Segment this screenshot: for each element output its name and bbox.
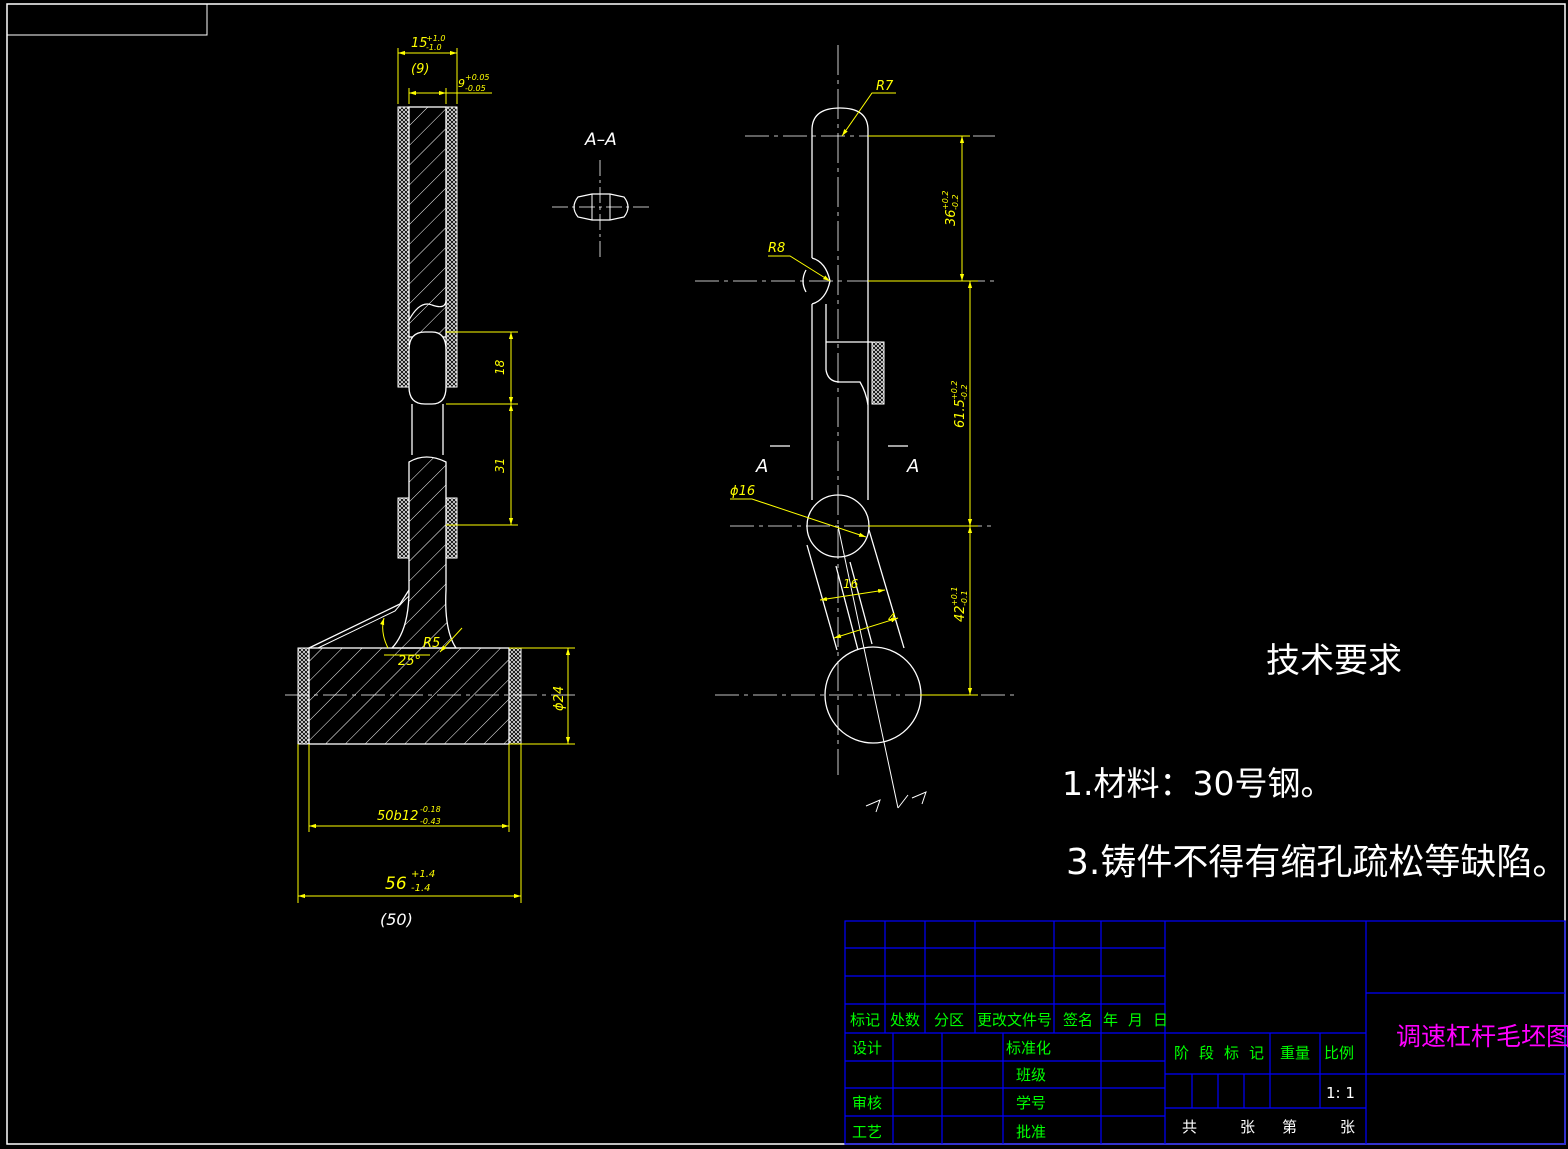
tb-rev-docno: 更改文件号: [977, 1011, 1052, 1029]
dim-len-31: 31: [493, 458, 507, 473]
tb-sheet-unit1: 张: [1240, 1118, 1255, 1136]
title-block: 标记 处数 分区 更改文件号 签名 年 月 日 设计 标准化 班级 审核 学号 …: [844, 920, 1568, 1145]
dim-w4: 4: [888, 611, 896, 625]
dim-d615-tol-low: -0.2: [960, 384, 969, 400]
tb-sheet-total: 共: [1182, 1118, 1197, 1136]
dim-radius-r5: R5: [423, 636, 440, 651]
dim-d36: 36: [944, 209, 959, 226]
tb-approve: 批准: [1016, 1123, 1046, 1141]
tb-rev-year: 年: [1103, 1011, 1118, 1029]
dim-d42-tol-low: -0.1: [960, 590, 969, 606]
dim-overall: 56: [385, 874, 407, 894]
dim-top-width-tol-low: -1.0: [426, 43, 442, 52]
drawing-title: 调速杠杆毛坯图: [1396, 1022, 1568, 1051]
side-view-dimensions: [730, 92, 978, 696]
dim-r7: R7: [876, 79, 894, 94]
tb-rev-sign: 签名: [1063, 1011, 1093, 1029]
note-item-1: 1.材料：30号钢。: [1062, 764, 1333, 803]
tb-stage-2: 段: [1199, 1044, 1214, 1062]
dim-overall-tol-low: -1.4: [411, 883, 431, 894]
dim-top-width: 15: [411, 36, 428, 51]
dim-hub-len-tol-up: -0.18: [420, 805, 441, 814]
tb-sheet-no: 第: [1282, 1118, 1297, 1136]
front-view-dimensions: [297, 48, 575, 903]
dim-d42: 42: [953, 605, 968, 622]
notes-heading: 技术要求: [1266, 641, 1402, 681]
tb-rev-month: 月: [1128, 1011, 1143, 1029]
dim-d615-tol-up: +0.2: [950, 381, 959, 400]
front-view-dim-text: 15 +1.0 -1.0 (9) 9 +0.05 -0.05 18 31 R5 …: [377, 34, 567, 929]
tb-stage-1: 阶: [1174, 1044, 1189, 1062]
section-mark-right: A: [906, 456, 919, 477]
note-item-2: 3.铸件不得有缩孔疏松等缺陷。: [1066, 842, 1568, 883]
tb-rev-count: 处数: [890, 1011, 920, 1029]
title-block-grid: [844, 920, 1566, 1145]
tb-class: 班级: [1016, 1066, 1046, 1084]
dim-overall-ref: (50): [380, 910, 413, 929]
dim-overall-tol-up: +1.4: [411, 869, 435, 880]
tb-scale-value: 1: 1: [1326, 1084, 1355, 1102]
tb-scale-label: 比例: [1324, 1044, 1354, 1062]
tb-review: 审核: [852, 1094, 882, 1112]
tb-rev-day: 日: [1153, 1011, 1168, 1029]
dim-slot-width: 9: [458, 77, 465, 90]
section-aa: A–A: [552, 130, 650, 258]
drawing-border: [6, 3, 1566, 1145]
dim-d36-tol-low: -0.2: [951, 194, 960, 210]
tb-design: 设计: [852, 1039, 882, 1057]
dim-top-width-tol-up: +1.0: [426, 34, 445, 43]
dim-len-18: 18: [493, 359, 507, 375]
tb-standardize: 标准化: [1006, 1039, 1051, 1057]
dim-angle: 25°: [398, 654, 421, 669]
dim-hub-len: 50b12: [377, 809, 418, 824]
dim-dia16: ϕ16: [730, 484, 755, 499]
front-view: [285, 106, 580, 745]
dim-hub-len-tol-low: -0.43: [420, 817, 441, 826]
tb-student-id: 学号: [1016, 1094, 1046, 1112]
dim-hub-dia: ϕ24: [552, 686, 567, 711]
tb-rev-zone: 分区: [934, 1011, 964, 1029]
tb-rev-mark: 标记: [850, 1011, 880, 1029]
dim-d36-tol-up: +0.2: [941, 191, 950, 210]
tb-sheet-unit2: 张: [1340, 1118, 1355, 1136]
technical-notes: 技术要求 1.材料：30号钢。 3.铸件不得有缩孔疏松等缺陷。: [1062, 641, 1568, 883]
dim-slot-tol-low: -0.05: [465, 84, 486, 93]
dim-w16: 16: [843, 577, 859, 591]
dim-slot-tol-up: +0.05: [465, 73, 490, 82]
dim-top-width-ref: (9): [411, 62, 429, 77]
dim-d42-tol-up: +0.1: [950, 587, 959, 606]
tb-stage-3: 标: [1224, 1044, 1239, 1062]
dim-d615: 61.5: [953, 399, 968, 428]
section-mark-left: A: [755, 456, 768, 477]
tb-process: 工艺: [852, 1123, 882, 1141]
tb-weight: 重量: [1280, 1044, 1310, 1062]
tb-stage-4: 记: [1249, 1044, 1264, 1062]
section-aa-label: A–A: [584, 130, 617, 150]
dim-r8: R8: [768, 241, 785, 256]
side-view-dim-text: R7 R8 ϕ16 16 4 36 +0.2 -0.2 61.5 +0.2 -0…: [730, 79, 969, 625]
